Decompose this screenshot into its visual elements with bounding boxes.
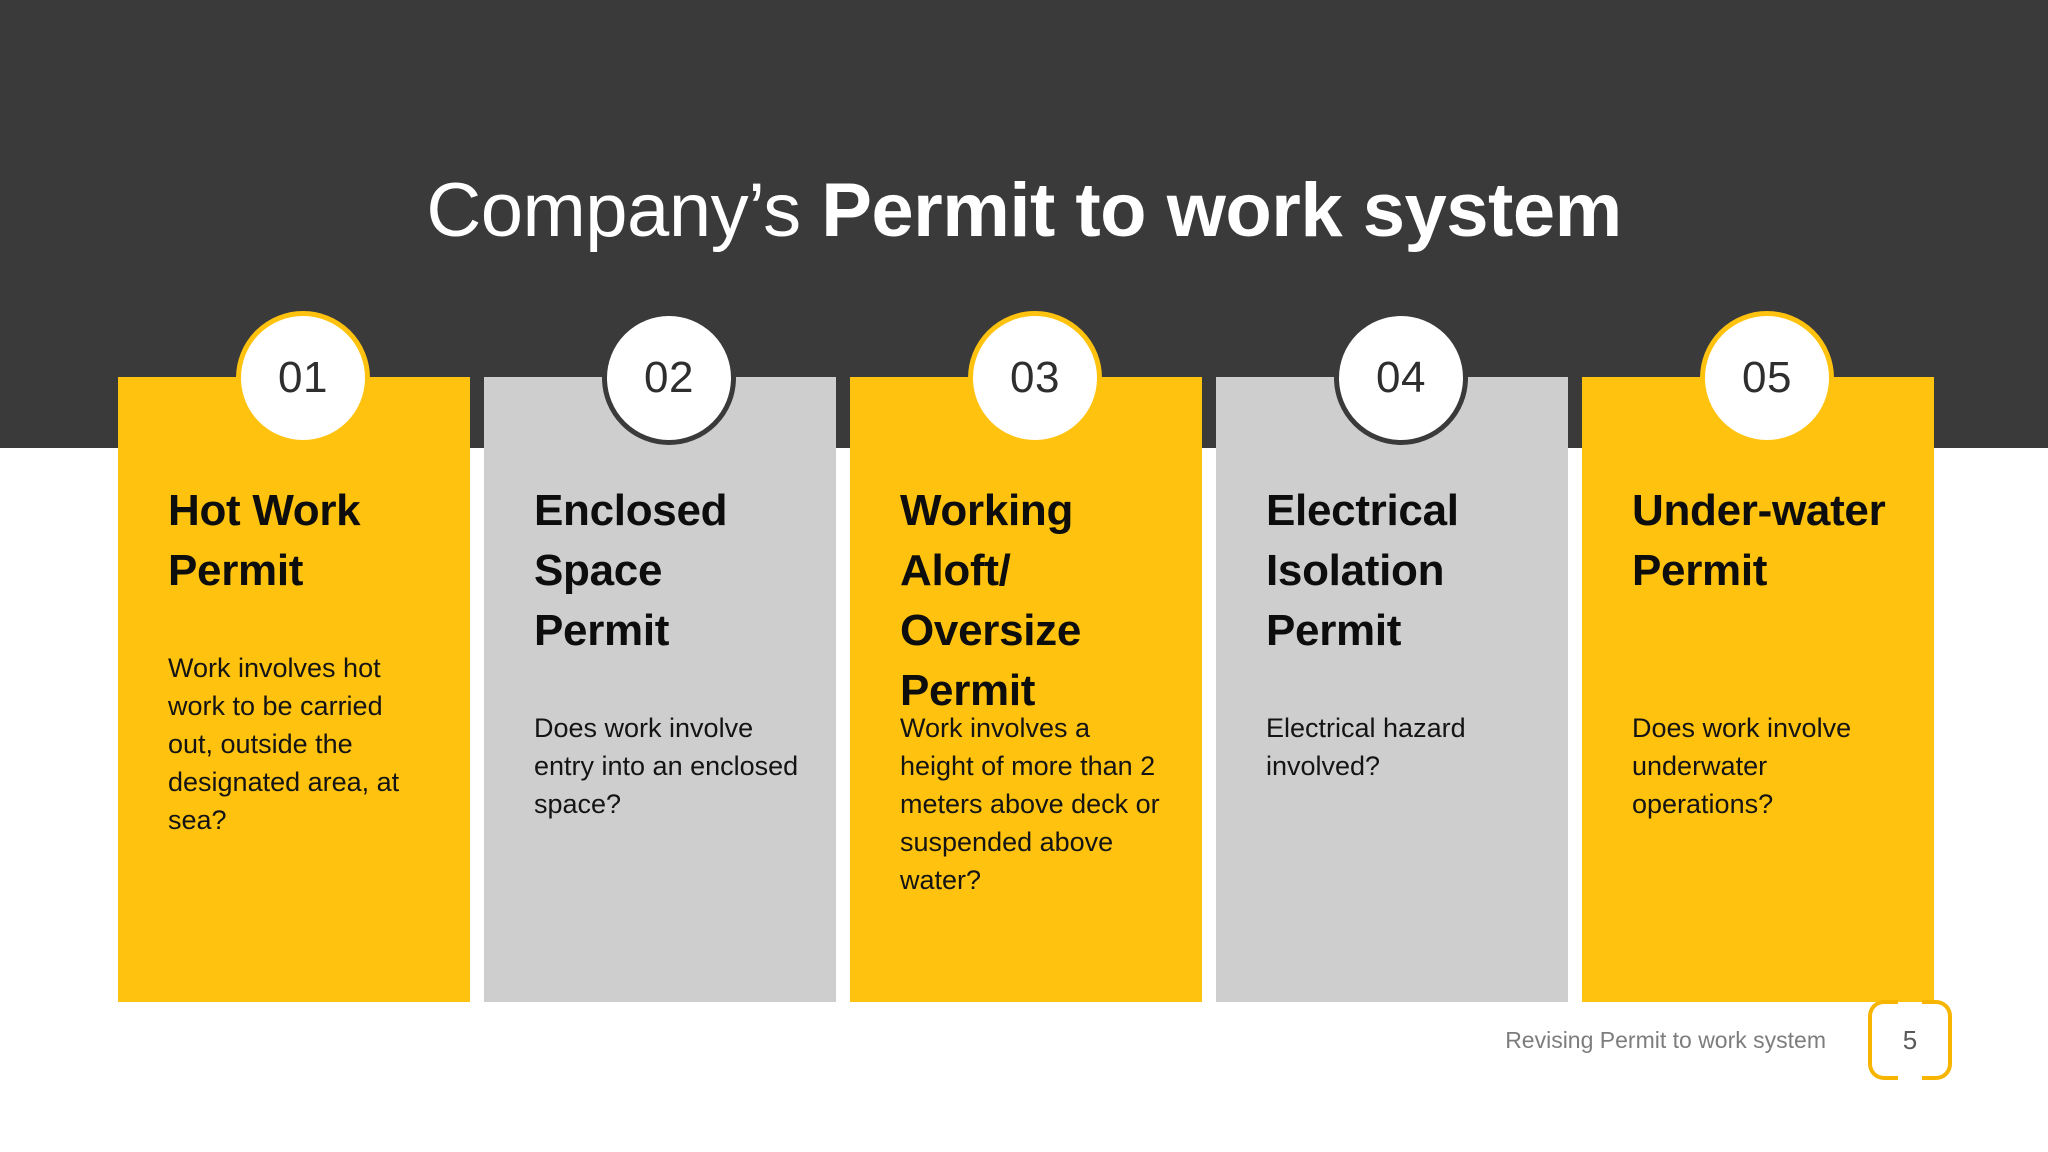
permit-card-5[interactable]: Under-water Permit Does work involve und… xyxy=(1582,377,1934,1002)
permit-card-body: Electrical hazard involved? xyxy=(1266,713,1466,781)
step-badge-label: 05 xyxy=(1742,353,1792,402)
step-badge-03[interactable]: 03 xyxy=(968,311,1102,445)
step-badge-04[interactable]: 04 xyxy=(1334,311,1468,445)
permit-card-heading: Electrical Isolation Permit xyxy=(1266,486,1459,655)
footer-label: Revising Permit to work system xyxy=(1505,1026,1826,1053)
permit-card-body: Does work involve underwater operations? xyxy=(1632,713,1852,819)
permit-card-heading: Enclosed Space Permit xyxy=(534,486,728,655)
step-badge-02[interactable]: 02 xyxy=(602,311,736,445)
permit-card-body: Work involves hot work to be carried out… xyxy=(168,653,400,835)
step-badge-label: 03 xyxy=(1010,353,1060,402)
permit-card-3[interactable]: Working Aloft/ Oversize Permit Work invo… xyxy=(850,377,1202,1002)
page-title: Company’s Permit to work system xyxy=(0,167,2048,255)
permit-card-body: Work involves a height of more than 2 me… xyxy=(900,713,1160,895)
page-number: 5 xyxy=(1902,1024,1918,1055)
page-title-light: Company’s xyxy=(426,167,822,253)
permit-card-2[interactable]: Enclosed Space Permit Does work involve … xyxy=(484,377,836,1002)
step-badge-01[interactable]: 01 xyxy=(236,311,370,445)
step-badge-label: 04 xyxy=(1376,353,1426,402)
permit-card-1[interactable]: Hot Work Permit Work involves hot work t… xyxy=(118,377,470,1002)
page-number-frame: 5 xyxy=(1868,1000,1952,1080)
permit-card-body: Does work involve entry into an enclosed… xyxy=(534,713,799,819)
step-badge-05[interactable]: 05 xyxy=(1700,311,1834,445)
slide-footer: Revising Permit to work system 5 xyxy=(1505,1000,1952,1080)
step-badge-label: 02 xyxy=(644,353,694,402)
permit-card-heading: Under-water Permit xyxy=(1632,486,1886,595)
permit-card-4[interactable]: Electrical Isolation Permit Electrical h… xyxy=(1216,377,1568,1002)
permit-card-heading: Working Aloft/ Oversize Permit xyxy=(900,486,1082,715)
permit-cards-row: Hot Work Permit Work involves hot work t… xyxy=(118,377,1936,1002)
page-title-bold: Permit to work system xyxy=(821,167,1622,253)
step-badge-label: 01 xyxy=(278,353,328,402)
permit-card-heading: Hot Work Permit xyxy=(168,486,361,595)
